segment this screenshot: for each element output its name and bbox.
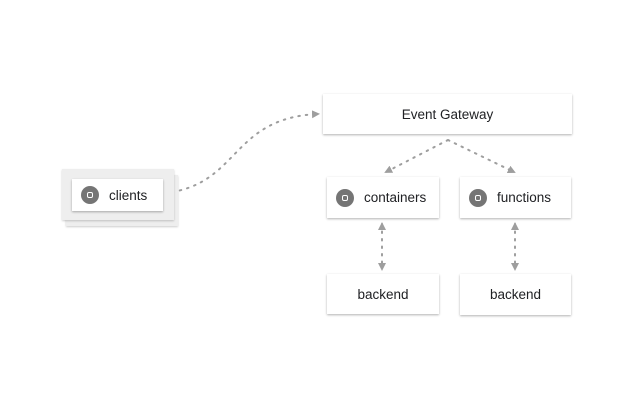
connector-clients-gateway xyxy=(164,110,320,194)
event-gateway-label: Event Gateway xyxy=(401,106,494,122)
service-icon xyxy=(336,188,354,207)
service-icon xyxy=(469,188,487,207)
containers-node[interactable]: containers xyxy=(327,177,439,218)
event-gateway-node[interactable]: Event Gateway xyxy=(323,94,572,134)
service-icon xyxy=(81,186,99,204)
clients-label: clients xyxy=(109,187,148,203)
connector-gateway-functions xyxy=(447,139,516,173)
backend-label-left: backend xyxy=(357,286,409,302)
functions-label: functions xyxy=(497,190,552,205)
connector-gateway-containers xyxy=(384,139,449,173)
backend-node-left[interactable]: backend xyxy=(327,274,439,314)
clients-node[interactable]: clients xyxy=(72,179,163,211)
functions-node[interactable]: functions xyxy=(460,177,571,218)
containers-label: containers xyxy=(364,190,427,205)
backend-label-right: backend xyxy=(489,287,542,302)
backend-node-right[interactable]: backend xyxy=(460,274,571,315)
